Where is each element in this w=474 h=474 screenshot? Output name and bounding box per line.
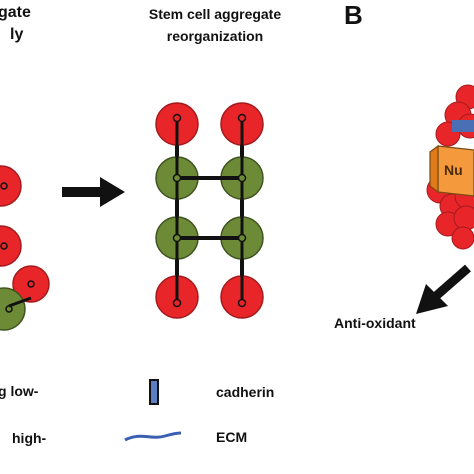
center-title-line2: reorganization — [166, 28, 264, 44]
antioxidant-label: Anti-oxidant — [334, 315, 416, 331]
cell-nucleus — [0, 182, 8, 190]
cell-nucleus — [172, 233, 182, 243]
cell-nucleus — [0, 242, 8, 250]
reorganized-aggregate — [155, 102, 264, 319]
cell-nucleus — [172, 173, 182, 183]
cell-nucleus — [172, 298, 182, 308]
center-title-line1: Stem cell aggregate — [148, 6, 282, 22]
legend-low-label: g low- — [0, 383, 39, 399]
red-cell — [0, 225, 22, 267]
cell-nucleus — [27, 280, 35, 288]
cell-nucleus — [237, 298, 247, 308]
nucleus-box-side — [429, 144, 439, 194]
legend-high-label: high- — [12, 430, 47, 446]
red-particle — [453, 205, 474, 231]
legend-ecm-label: ECM — [216, 429, 248, 445]
nucleus-box-label: Nu — [444, 162, 463, 178]
left-aggregate — [0, 165, 50, 331]
left-title-line1: gate — [0, 4, 31, 21]
cadherin-junction — [8, 296, 32, 308]
cell-nucleus — [172, 113, 182, 123]
ecm-legend-icon — [124, 431, 182, 442]
blue-band — [452, 120, 474, 132]
cadherin-legend-icon — [149, 379, 159, 405]
red-cell — [0, 165, 22, 207]
panel-b-letter: B — [344, 0, 363, 30]
legend — [124, 379, 182, 442]
nanoparticle-cluster — [426, 84, 474, 250]
arrow-down-left — [416, 264, 471, 314]
legend-cadherin-label: cadherin — [216, 384, 275, 400]
left-title-line2: ly — [10, 26, 24, 43]
red-cell — [12, 265, 50, 303]
cell-nucleus — [237, 233, 247, 243]
arrow-right — [62, 177, 125, 207]
red-particle — [451, 226, 474, 250]
cell-nucleus — [237, 113, 247, 123]
cell-nucleus — [237, 173, 247, 183]
